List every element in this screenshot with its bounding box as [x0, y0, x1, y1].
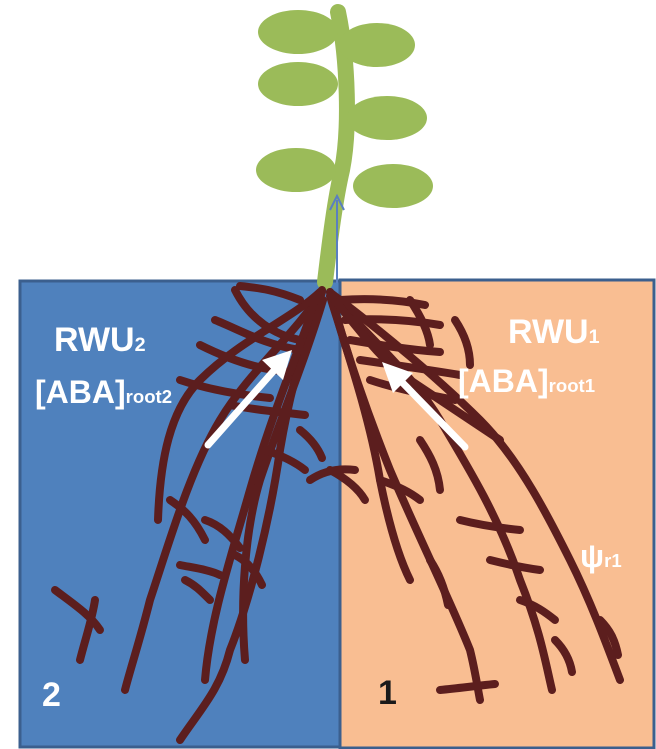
leaf: [258, 10, 338, 54]
aba-root1-label: [ABA]root1: [458, 365, 595, 397]
rwu1-label: RWU1: [508, 315, 600, 349]
compartment-2-number: 2: [42, 678, 61, 712]
leaf: [353, 164, 433, 208]
leaf: [256, 148, 336, 192]
leaf: [347, 96, 427, 140]
aba-root2-label: [ABA]root2: [35, 376, 172, 408]
plant-shoot: [256, 10, 433, 283]
psi-r1-label: ψr1: [580, 540, 622, 572]
rwu2-label: RWU2: [54, 323, 146, 357]
leaf: [258, 62, 338, 106]
leaf: [339, 23, 415, 67]
compartment-1-number: 1: [378, 676, 397, 710]
